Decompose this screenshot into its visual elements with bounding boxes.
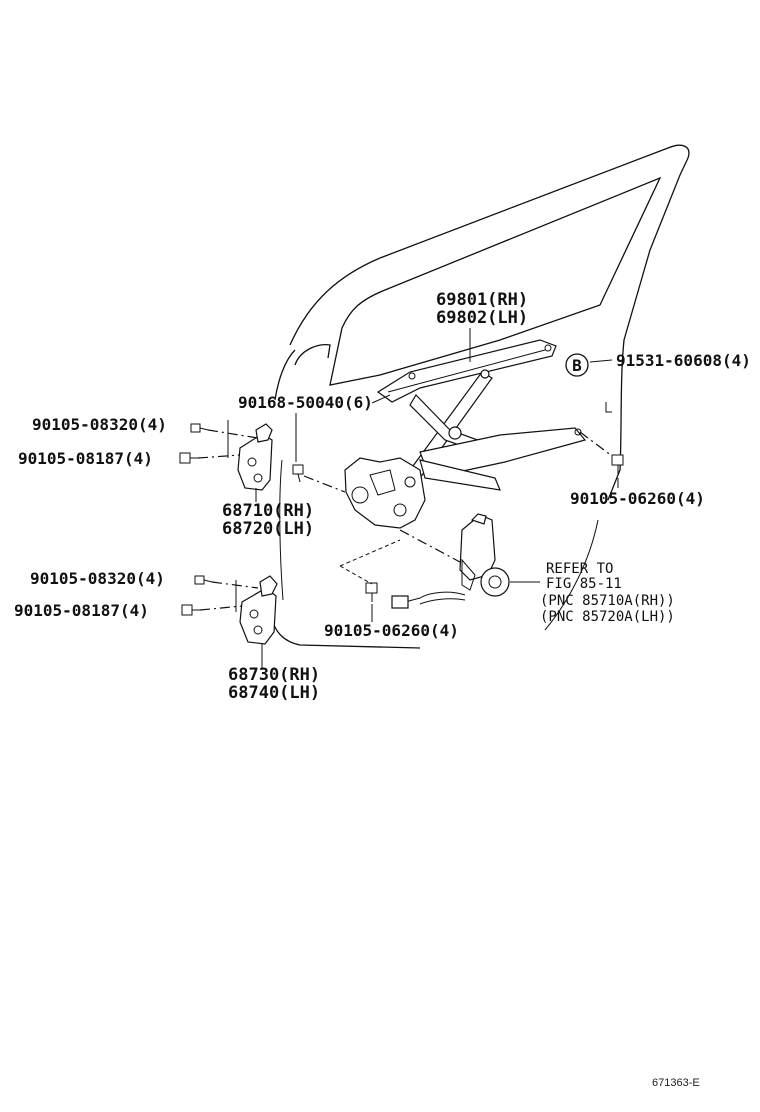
label-hinge-68720: 68720(LH): [222, 519, 314, 539]
label-bolt-06260-right: 90105-06260(4): [570, 489, 705, 508]
bolt-icon: [292, 464, 304, 483]
motor-wire-connector: [391, 591, 466, 609]
label-refer-line3: (PNC 85710A(RH)): [540, 593, 675, 609]
label-bolt-08320-lower: 90105-08320(4): [30, 569, 165, 588]
b-marker-text: B: [572, 356, 582, 375]
label-refer-line2: FIG 85-11: [546, 576, 622, 592]
label-refer-line1: REFER TO: [546, 561, 613, 577]
label-regulator-rh: 69801(RH): [436, 290, 528, 310]
door-hinge-upper: [237, 423, 273, 491]
label-bolt-08187-upper: 90105-08187(4): [18, 449, 153, 468]
regulator-gear-plate: [344, 457, 426, 529]
label-refer-line4: (PNC 85720A(LH)): [540, 609, 675, 625]
assembly-lines: [197, 420, 613, 612]
label-bolt-91531: 91531-60608(4): [616, 351, 751, 370]
label-hinge-68740: 68740(LH): [228, 683, 320, 703]
label-bolt-06260-lower: 90105-06260(4): [324, 621, 459, 640]
part-labels: 69801(RH) 69802(LH) 91531-60608(4) 90168…: [14, 290, 751, 1089]
bolt-icon: [194, 575, 213, 585]
regulator-motor: [459, 513, 510, 597]
window-glass: [329, 176, 662, 386]
label-bolt-08320-upper: 90105-08320(4): [32, 415, 167, 434]
label-bolt-50040: 90168-50040(6): [238, 393, 373, 412]
bolt-icon: [181, 604, 200, 616]
bolt-icon: [611, 454, 624, 474]
bolt-icon: [365, 582, 378, 602]
regulator-upper-rail: [376, 339, 557, 403]
label-hinge-68710: 68710(RH): [222, 501, 314, 521]
b-reference-marker: B: [565, 353, 589, 377]
label-regulator-lh: 69802(LH): [436, 308, 528, 328]
label-bolt-08187-lower: 90105-08187(4): [14, 601, 149, 620]
door-hinge-lower: [239, 575, 278, 645]
bolt-icon: [179, 452, 198, 464]
regulator-scissor-arms: [409, 369, 587, 491]
bolt-icons: [179, 423, 624, 616]
bolt-icon: [190, 423, 209, 433]
figure-id: 671363-E: [652, 1077, 700, 1089]
leader-lines: [255, 328, 619, 668]
label-hinge-68730: 68730(RH): [228, 665, 320, 685]
